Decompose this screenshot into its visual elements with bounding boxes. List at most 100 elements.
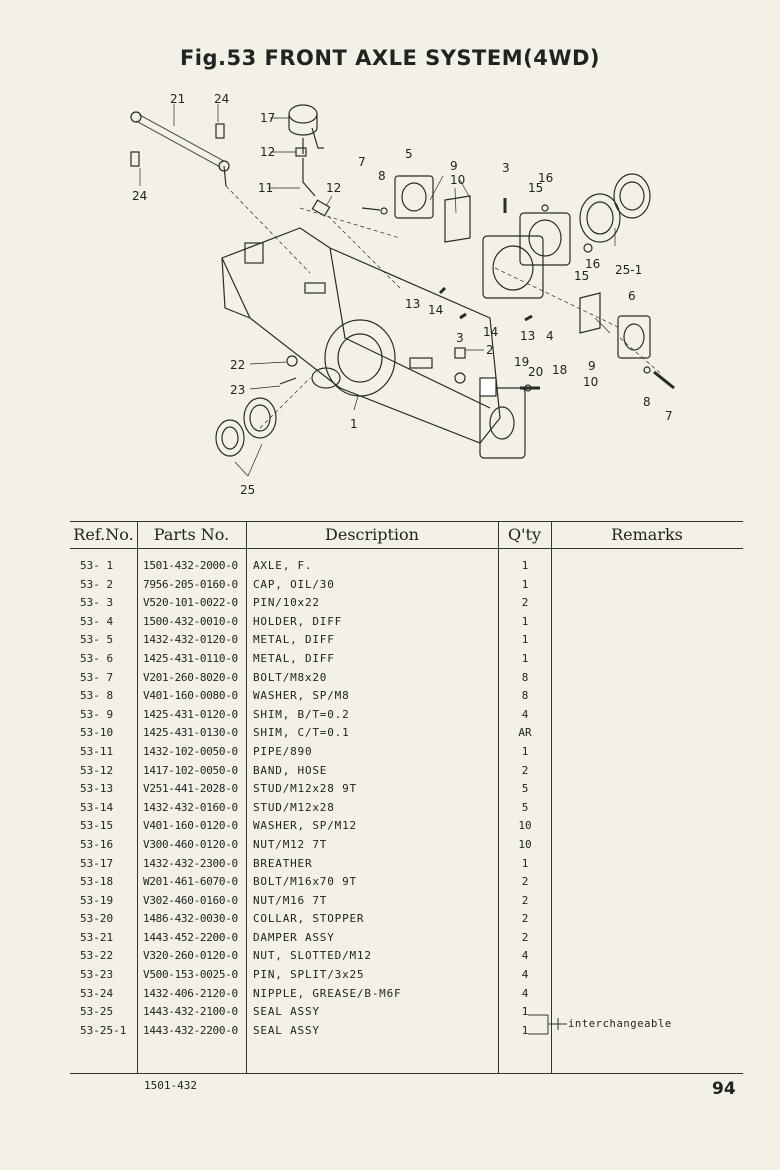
qty-cell: 1 (521, 559, 529, 572)
description-cell: SHIM, B/T=0.2 (253, 707, 350, 721)
parts-no-cell: 1500-432-0010-0 (143, 614, 238, 628)
ref-no-cell: 53-24 (80, 986, 114, 1000)
callout-6: 6 (628, 289, 636, 303)
leader-lines-drawing (139, 104, 616, 477)
ref-no-cell: 53-20 (80, 912, 114, 926)
parts-no-cell: 1432-406-2120-0 (143, 986, 238, 1000)
description-cell: BREATHER (253, 856, 313, 870)
parts-no-cell: 7956-205-0160-0 (143, 577, 238, 591)
callout-16: 16 (538, 171, 553, 185)
callout-10: 10 (450, 173, 465, 187)
callout-9: 9 (450, 159, 458, 173)
page-number: 94 (712, 1079, 736, 1099)
qty-cell: 1 (521, 856, 529, 870)
parts-no-cell: 1443-432-2100-0 (143, 1005, 238, 1019)
exploded-diagram: 21 24 24 17 12 11 12 7 8 5 9 10 3 16 15 … (100, 88, 700, 508)
qty-cell: 1 (521, 651, 529, 665)
callout-15: 15 (528, 181, 543, 195)
callout-8: 8 (643, 395, 651, 409)
parts-no-cell: V500-153-0025-0 (143, 968, 238, 982)
parts-no-cell: V401-160-0120-0 (143, 819, 238, 833)
ref-no-cell: 53-11 (80, 744, 114, 758)
description-cell: SHIM, C/T=0.1 (253, 726, 350, 740)
callout-11: 11 (258, 181, 273, 195)
qty-cell: 4 (521, 986, 529, 1000)
ref-no-cell: 53-25 (80, 1005, 114, 1019)
parts-no-cell: 1486-432-0030-0 (143, 912, 238, 926)
callout-13: 13 (405, 297, 420, 311)
qty-cell: 2 (521, 763, 529, 777)
description-cell: AXLE, F. (253, 559, 313, 572)
callout-3: 3 (502, 161, 510, 175)
table-top-rule (70, 521, 743, 522)
ref-no-cell: 53-15 (80, 819, 114, 833)
center-lines-drawing (225, 185, 661, 429)
description-cell: METAL, DIFF (253, 633, 335, 647)
description-cell: NIPPLE, GREASE/B-M6F (253, 986, 402, 1000)
parts-no-cell: V520-101-0022-0 (143, 596, 238, 610)
description-cell: NUT, SLOTTED/M12 (253, 949, 372, 963)
qty-cell: 1 (521, 633, 529, 647)
ref-no-cell: 53-10 (80, 726, 114, 740)
description-cell: CAP, OIL/30 (253, 577, 335, 591)
callout-18: 18 (552, 363, 567, 377)
description-cell: PIN/10x22 (253, 596, 320, 610)
header-qty: Q'ty (508, 525, 541, 544)
ref-no-cell: 53- 6 (80, 651, 114, 665)
ref-no-cell: 53- 5 (80, 633, 114, 647)
parts-no-cell: V401-160-0080-0 (143, 689, 238, 703)
parts-no-cell: 1432-102-0050-0 (143, 744, 238, 758)
callout-25-1: 25-1 (615, 263, 642, 277)
description-cell: SEAL ASSY (253, 1023, 320, 1037)
description-cell: SEAL ASSY (253, 1005, 320, 1019)
qty-cell: 1 (521, 577, 529, 591)
ref-no-cell: 53-23 (80, 968, 114, 982)
description-cell: DAMPER ASSY (253, 930, 335, 944)
callout-24: 24 (132, 189, 147, 203)
parts-no-cell: 1417-102-0050-0 (143, 763, 238, 777)
parts-no-cell: 1443-452-2200-0 (143, 930, 238, 944)
column-divider (246, 521, 247, 1074)
qty-cell: 10 (518, 837, 532, 851)
ref-no-cell: 53- 1 (80, 559, 114, 572)
parts-no-cell: V251-441-2028-0 (143, 782, 238, 796)
description-cell: NUT/M16 7T (253, 893, 328, 907)
parts-no-cell: W201-461-6070-0 (143, 875, 238, 889)
remark-interchangeable: interchangeable (568, 1018, 672, 1030)
callout-9: 9 (588, 359, 596, 373)
column-divider (137, 521, 138, 1074)
callout-16: 16 (585, 257, 600, 271)
ref-no-cell: 53-13 (80, 782, 114, 796)
callout-1: 1 (350, 417, 358, 431)
qty-cell: 1 (521, 614, 529, 628)
breather-drawing (288, 104, 331, 217)
ref-no-cell: 53-18 (80, 875, 114, 889)
interchangeable-bracket (528, 1014, 567, 1035)
callout-13: 13 (520, 329, 535, 343)
ref-no-cell: 53-14 (80, 800, 114, 814)
description-cell: STUD/M12x28 (253, 800, 335, 814)
seal-assy-left-drawing (215, 397, 277, 457)
parts-no-cell: 1425-431-0130-0 (143, 726, 238, 740)
qty-cell: 10 (518, 819, 532, 833)
parts-no-cell: V300-460-0120-0 (143, 837, 238, 851)
description-cell: WASHER, SP/M8 (253, 689, 350, 703)
parts-no-cell: 1432-432-0120-0 (143, 633, 238, 647)
description-cell: BOLT/M16x70 9T (253, 875, 357, 889)
